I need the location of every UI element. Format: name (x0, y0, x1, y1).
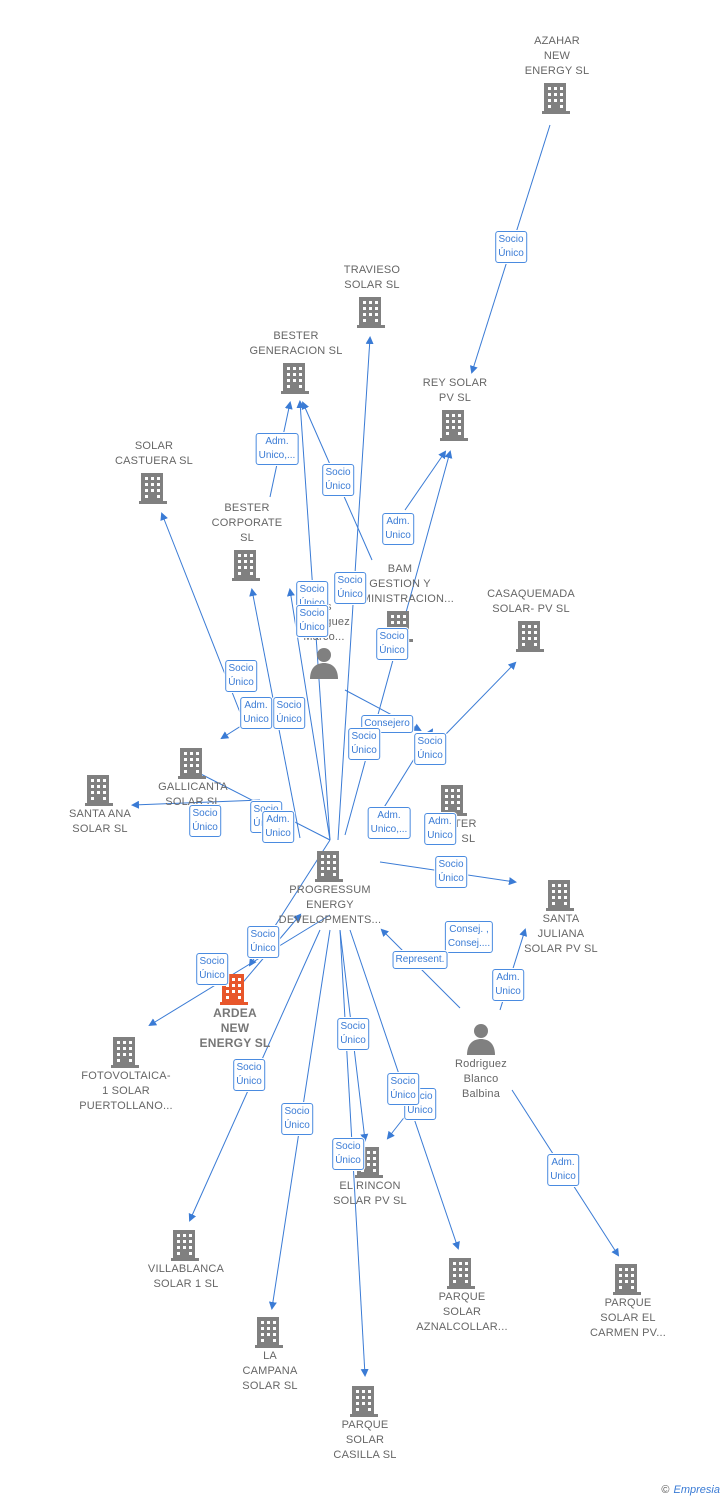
edge-label[interactable]: Socio Único (196, 953, 228, 985)
edge-label[interactable]: Adm. Unico (547, 1154, 579, 1186)
connector-line (444, 661, 517, 736)
copyright-symbol: © (661, 1484, 670, 1496)
brand-name: Empresia (673, 1484, 720, 1496)
connector-line (148, 914, 331, 1027)
building-icon (440, 410, 468, 441)
edge-label[interactable]: Adm. Unico (424, 813, 456, 845)
node-travieso[interactable]: TRAVIESO SOLAR SL (312, 263, 432, 329)
edge-label[interactable]: Adm. Unico,... (367, 807, 411, 839)
edge-label[interactable]: Socio Único (414, 733, 446, 765)
node-bester-generacion[interactable]: BESTER GENERACION SL (236, 329, 356, 395)
connector-line (380, 928, 461, 1009)
node-santa-juliana[interactable]: SANTA JULIANA SOLAR PV SL (501, 876, 621, 957)
edge-label[interactable]: Adm. Unico,... (255, 433, 299, 465)
person-icon (467, 1024, 495, 1055)
edge-label[interactable]: Represent. (392, 951, 448, 969)
building-icon (613, 1264, 641, 1295)
node-label: BAM GESTION Y ADMINISTRACION... (346, 563, 454, 605)
building-icon (516, 621, 544, 652)
edge-label[interactable]: Socio Único (334, 572, 366, 604)
building-icon (439, 785, 467, 816)
edge-label[interactable]: Adm. Unico (382, 513, 414, 545)
connector-line (131, 799, 261, 809)
building-icon (85, 775, 113, 806)
node-aznalcollar[interactable]: PARQUE SOLAR AZNALCOLLAR... (402, 1254, 522, 1335)
person-icon (310, 648, 338, 679)
edge-label[interactable]: Socio Único (332, 1138, 364, 1170)
node-label: Rodriguez Blanco Balbina (455, 1058, 507, 1100)
building-icon (357, 297, 385, 328)
node-el-carmen[interactable]: PARQUE SOLAR EL CARMEN PV... (568, 1260, 688, 1341)
edge-label[interactable]: Adm. Unico (492, 969, 524, 1001)
edge-label[interactable]: Socio Único (296, 605, 328, 637)
node-label: PROGRESSUM ENERGY DEVELOPMENTS... (278, 884, 382, 926)
building-icon (178, 748, 206, 779)
connector-line (404, 450, 447, 511)
building-icon (281, 363, 309, 394)
node-label: ARDEA NEW ENERGY SL (199, 1006, 271, 1050)
node-label: GALLICANTA SOLAR SL (158, 781, 228, 808)
node-label: CASAQUEMADA SOLAR- PV SL (487, 588, 575, 615)
node-label: AZAHAR NEW ENERGY SL (524, 35, 590, 77)
building-icon (139, 473, 167, 504)
edge-label[interactable]: Adm. Unico (262, 811, 294, 843)
edge-label[interactable]: Socio Único (281, 1103, 313, 1135)
watermark: ©Empresia (661, 1484, 720, 1496)
edge-label[interactable]: Socio Único (247, 926, 279, 958)
node-label: SANTA ANA SOLAR SL (68, 808, 132, 835)
node-fotovoltaica[interactable]: FOTOVOLTAICA- 1 SOLAR PUERTOLLANO... (66, 1033, 186, 1114)
building-icon (350, 1386, 378, 1417)
building-icon (255, 1317, 283, 1348)
node-label: PARQUE SOLAR EL CARMEN PV... (590, 1297, 666, 1339)
node-person-balbina[interactable]: Rodriguez Blanco Balbina (421, 1021, 541, 1102)
node-santa-ana[interactable]: SANTA ANA SOLAR SL (40, 771, 160, 837)
edge-label[interactable]: Socio Único (233, 1059, 265, 1091)
node-casaquemada[interactable]: CASAQUEMADA SOLAR- PV SL (471, 587, 591, 653)
edge-label[interactable]: Consej. , Consej.... (444, 921, 494, 953)
edge-label[interactable]: Socio Único (376, 628, 408, 660)
building-icon (111, 1037, 139, 1068)
node-progressum[interactable]: PROGRESSUM ENERGY DEVELOPMENTS... (270, 847, 390, 928)
building-icon (171, 1230, 199, 1261)
node-solar-castuera[interactable]: SOLAR CASTUERA SL (94, 439, 214, 505)
node-label: PARQUE SOLAR CASILLA SL (333, 1419, 397, 1461)
node-label: SANTA JULIANA SOLAR PV SL (524, 913, 598, 955)
edge-label[interactable]: Adm. Unico (240, 697, 272, 729)
node-azahar[interactable]: AZAHAR NEW ENERGY SL (497, 34, 617, 115)
node-label: REY SOLAR PV SL (422, 377, 488, 404)
node-label: PARQUE SOLAR AZNALCOLLAR... (416, 1291, 508, 1333)
edge-label[interactable]: Socio Único (495, 231, 527, 263)
node-label: SOLAR CASTUERA SL (114, 440, 193, 467)
node-label: BESTER GENERACION SL (249, 330, 343, 357)
building-icon (315, 851, 343, 882)
edge-label[interactable]: Socio Único (322, 464, 354, 496)
node-bester-corporate[interactable]: BESTER CORPORATE SL (187, 501, 307, 582)
edge-label[interactable]: Socio Único (348, 728, 380, 760)
node-label: EL RINCON SOLAR PV SL (333, 1180, 407, 1207)
edge-label[interactable]: Socio Único (435, 856, 467, 888)
node-villablanca[interactable]: VILLABLANCA SOLAR 1 SL (126, 1226, 246, 1292)
edge-label[interactable]: Socio Único (273, 697, 305, 729)
node-label: BESTER CORPORATE SL (211, 502, 283, 544)
node-label: FOTOVOLTAICA- 1 SOLAR PUERTOLLANO... (79, 1070, 173, 1112)
node-casilla[interactable]: PARQUE SOLAR CASILLA SL (305, 1382, 425, 1463)
edge-label[interactable]: Socio Único (387, 1073, 419, 1105)
node-rey-solar[interactable]: REY SOLAR PV SL (395, 376, 515, 442)
node-ardea-main[interactable]: ARDEA NEW ENERGY SL (175, 970, 295, 1051)
node-bam-gestion[interactable]: BAM GESTION Y ADMINISTRACION... (340, 562, 460, 643)
node-label: LA CAMPANA SOLAR SL (242, 1350, 298, 1392)
building-icon (542, 83, 570, 114)
node-label: TRAVIESO SOLAR SL (343, 264, 401, 291)
edge-label[interactable]: Socio Único (225, 660, 257, 692)
node-la-campana[interactable]: LA CAMPANA SOLAR SL (210, 1313, 330, 1394)
building-icon (546, 880, 574, 911)
edge-label[interactable]: Socio Único (337, 1018, 369, 1050)
node-gallicanta[interactable]: GALLICANTA SOLAR SL (133, 744, 253, 810)
building-icon (447, 1258, 475, 1289)
edge-label[interactable]: Socio Único (189, 805, 221, 837)
node-el-rincon[interactable]: EL RINCON SOLAR PV SL (310, 1143, 430, 1209)
node-label: VILLABLANCA SOLAR 1 SL (147, 1263, 225, 1290)
building-icon (232, 550, 260, 581)
